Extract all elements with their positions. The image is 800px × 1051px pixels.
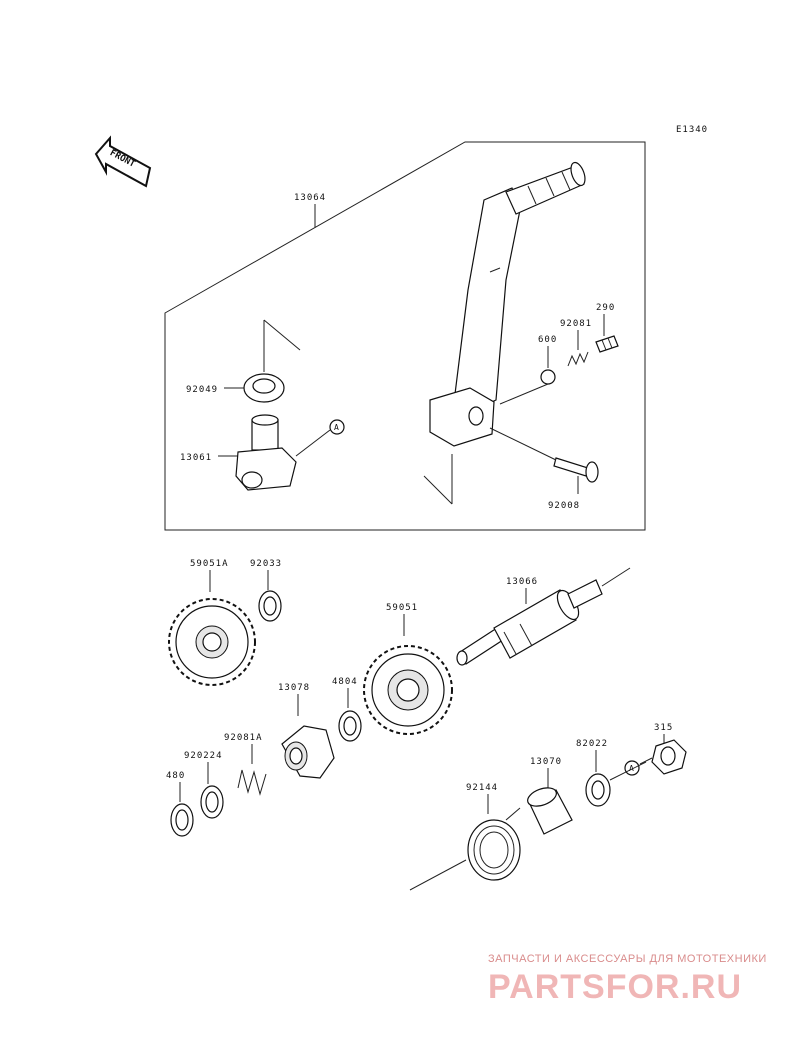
part-label-480: 480 bbox=[166, 771, 185, 781]
part-label-13061: 13061 bbox=[180, 453, 212, 463]
spring-92081A bbox=[237, 769, 267, 796]
part-label-600: 600 bbox=[538, 335, 557, 345]
gear-59051A bbox=[168, 598, 256, 686]
circlip-4804 bbox=[338, 710, 362, 742]
part-label-92008: 92008 bbox=[548, 501, 580, 511]
bolt-92008 bbox=[553, 457, 599, 483]
collar-13070 bbox=[527, 787, 573, 835]
part-label-13078: 13078 bbox=[278, 683, 310, 693]
part-label-59051: 59051 bbox=[386, 603, 418, 613]
watermark-tagline: ЗАПЧАСТИ И АКСЕССУАРЫ ДЛЯ МОТОТЕХНИКИ bbox=[488, 953, 767, 965]
nut-315 bbox=[651, 739, 687, 775]
boss-13061 bbox=[235, 414, 297, 491]
spring-92081 bbox=[567, 351, 589, 367]
ref-marker-label: A bbox=[629, 764, 634, 773]
ref-marker-label: A bbox=[334, 423, 339, 432]
watermark-logo: PARTSFOR.RU bbox=[488, 968, 742, 1006]
kick-lever-arm bbox=[429, 161, 586, 447]
diagram-id: E1340 bbox=[676, 125, 708, 135]
ball-600 bbox=[540, 369, 556, 385]
part-label-92081: 92081 bbox=[560, 319, 592, 329]
part-label-82022: 82022 bbox=[576, 739, 608, 749]
part-label-13064: 13064 bbox=[294, 193, 326, 203]
part-label-920224: 920224 bbox=[184, 751, 223, 761]
assembly-box bbox=[164, 141, 646, 531]
shaft-13066 bbox=[456, 579, 603, 666]
part-label-92049: 92049 bbox=[186, 385, 218, 395]
front-arrow-icon: FRONT bbox=[94, 135, 152, 188]
part-label-92144: 92144 bbox=[466, 783, 498, 793]
gear-59051 bbox=[363, 645, 453, 735]
part-label-92081A: 92081A bbox=[224, 733, 263, 743]
ratchet-13078 bbox=[281, 725, 335, 779]
ref-marker-a-top: A bbox=[329, 419, 345, 435]
part-label-4804: 4804 bbox=[332, 677, 358, 687]
part-label-13066: 13066 bbox=[506, 577, 538, 587]
washer-920224 bbox=[200, 785, 224, 819]
part-label-315: 315 bbox=[654, 723, 673, 733]
part-label-290: 290 bbox=[596, 303, 615, 313]
washer-92033 bbox=[258, 590, 282, 622]
torsion-spring-92144 bbox=[467, 807, 521, 881]
circlip-480 bbox=[170, 803, 194, 837]
washer-82022 bbox=[585, 773, 611, 807]
ref-marker-a-bottom: A bbox=[624, 760, 640, 776]
plug-290 bbox=[595, 335, 619, 353]
part-label-92033: 92033 bbox=[250, 559, 282, 569]
part-label-59051A: 59051A bbox=[190, 559, 229, 569]
seal-92049 bbox=[243, 373, 285, 403]
part-label-13070: 13070 bbox=[530, 757, 562, 767]
